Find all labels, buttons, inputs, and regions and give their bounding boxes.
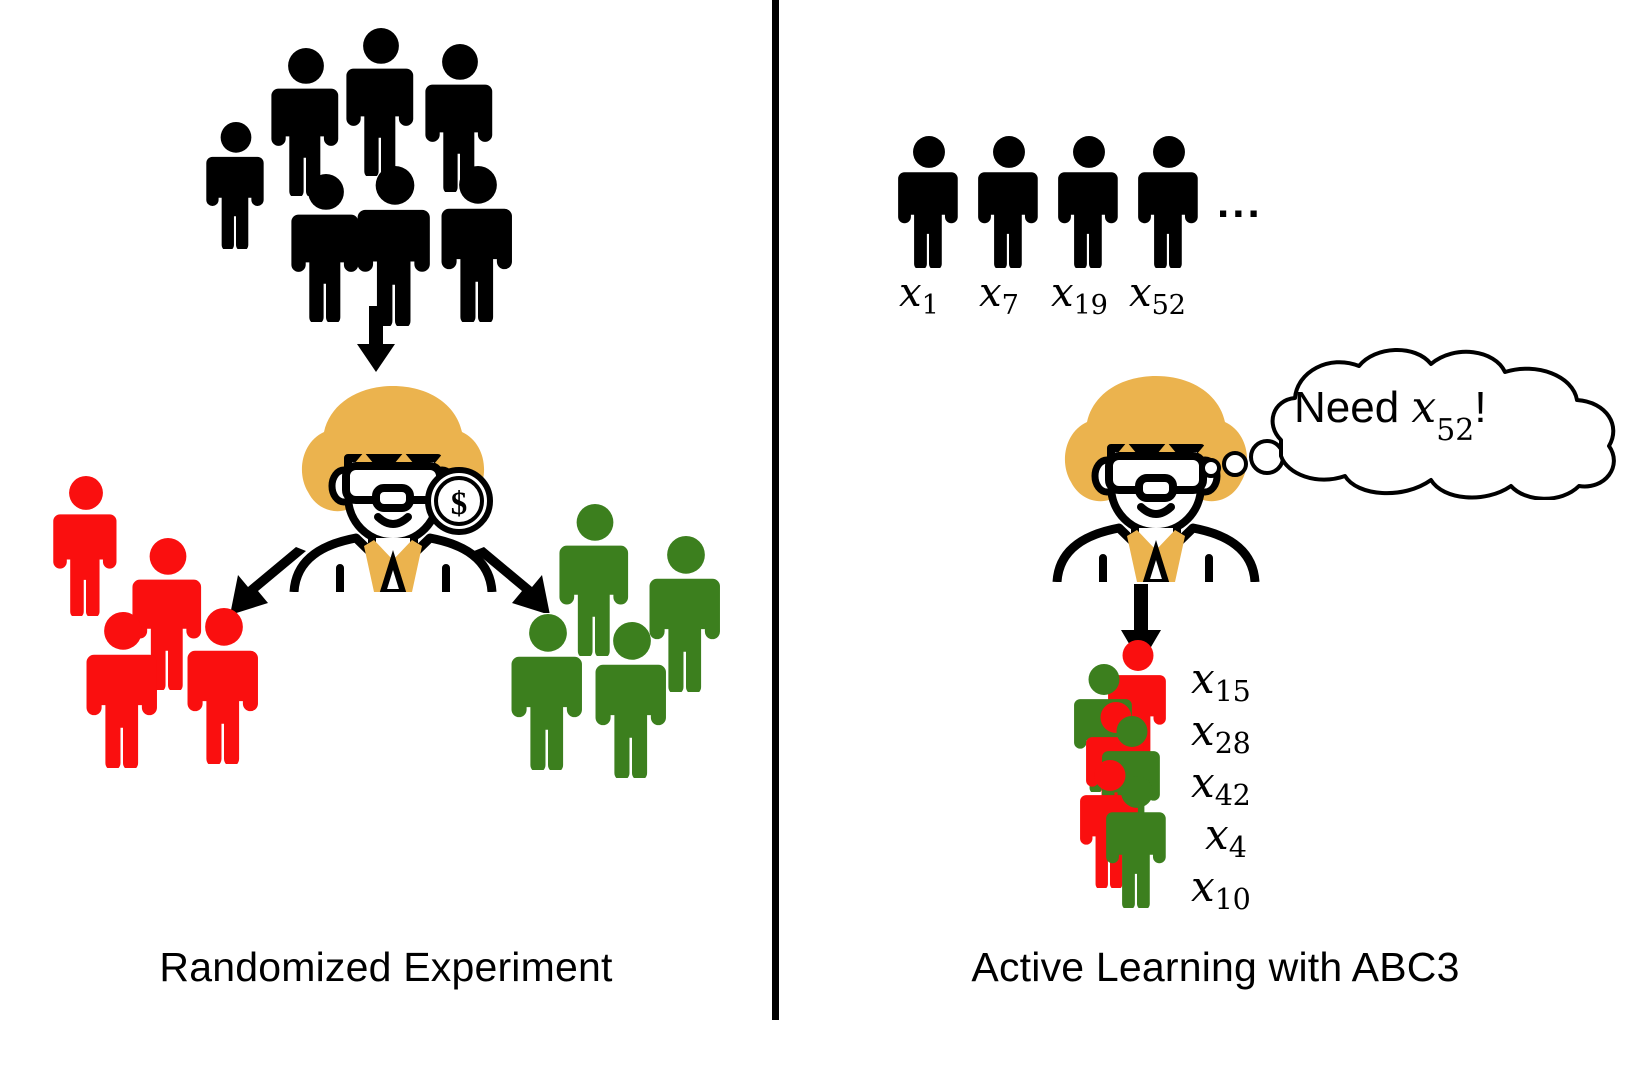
pool-label-x19: x19 — [1051, 270, 1108, 321]
population-person-icon — [345, 28, 417, 176]
treatment-group-person-icon — [594, 622, 670, 778]
selected-label-x28: x28 — [1191, 706, 1251, 760]
dollar-coin-icon: $ — [424, 466, 494, 536]
control-group-person-icon — [186, 608, 262, 764]
selected-label-x15: x15 — [1191, 654, 1251, 708]
control-group-person-icon — [131, 538, 205, 690]
population-person-icon — [205, 122, 267, 249]
left-panel-caption: Randomized Experiment — [159, 944, 613, 990]
treatment-group-person-icon — [558, 504, 632, 656]
selected-person-icon — [1105, 776, 1169, 908]
population-person-icon — [424, 44, 496, 192]
population-person-icon — [440, 166, 516, 322]
pool-label-x1: x1 — [899, 270, 939, 321]
pool-label-x7: x7 — [979, 270, 1019, 321]
panel-divider — [772, 0, 779, 1020]
selected-label-x42: x42 — [1191, 758, 1251, 812]
pool-ellipsis: ... — [1217, 178, 1263, 227]
treatment-group-person-icon — [510, 614, 586, 770]
population-person-icon — [356, 166, 434, 326]
pool-person-icon — [897, 136, 961, 268]
right-panel-caption: Active Learning with ABC3 — [971, 944, 1460, 990]
control-group-person-icon — [85, 612, 161, 768]
selected-label-x4: x4 — [1205, 810, 1247, 864]
treatment-group-person-icon — [648, 536, 724, 692]
selected-label-x10: x10 — [1191, 862, 1251, 916]
population-person-icon — [270, 48, 342, 196]
control-group-person-icon — [52, 476, 120, 616]
arrow-down-right-icon — [474, 545, 552, 613]
panel-active-learning: ... x1 x7 x19 x52 — [779, 0, 1652, 1076]
population-person-icon — [290, 174, 362, 322]
thought-prefix: Need — [1294, 383, 1412, 432]
pool-label-x52: x52 — [1129, 270, 1186, 321]
scientist-with-goggles-icon — [288, 380, 498, 592]
pool-person-icon — [1137, 136, 1201, 268]
pool-person-icon — [977, 136, 1041, 268]
thought-variable: x52 — [1411, 382, 1475, 449]
thought-bubble-text: Need x52! — [1294, 382, 1487, 449]
panel-randomized-experiment: $ — [0, 0, 772, 1076]
arrow-down-left-icon — [228, 545, 306, 613]
svg-text:$: $ — [451, 486, 468, 522]
arrow-down-icon — [355, 306, 397, 372]
pool-person-icon — [1057, 136, 1121, 268]
thought-bubble-icon — [1189, 340, 1629, 500]
thought-suffix: ! — [1474, 383, 1487, 432]
